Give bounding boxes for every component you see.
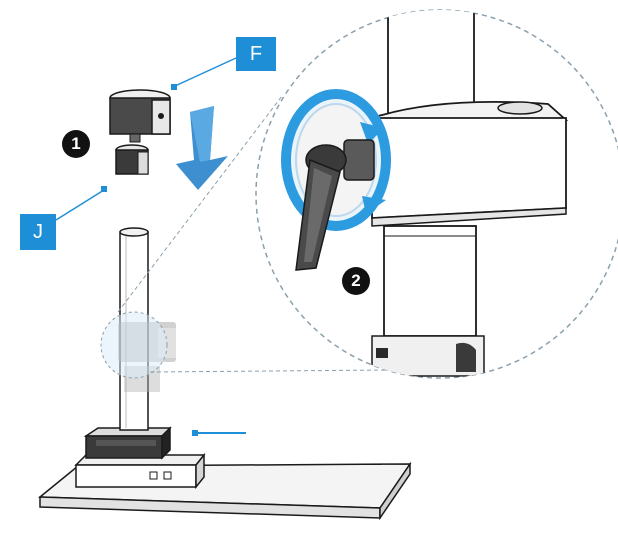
- zoom-detail-content: [370, 10, 569, 377]
- callout-line-f: [174, 57, 237, 87]
- step-1-badge: 1: [62, 130, 90, 158]
- clamp-base: [74, 426, 206, 490]
- zoom-line-top: [117, 95, 283, 313]
- clamp-part-j: [115, 144, 149, 175]
- base-pointer-arrow: [192, 430, 246, 436]
- callout-label-f: F: [236, 37, 276, 71]
- zoom-line-bottom: [149, 369, 391, 373]
- lock-lever: [295, 139, 375, 271]
- step-2-badge: 2: [342, 267, 370, 295]
- down-arrow: [176, 106, 228, 190]
- callout-label-j: J: [20, 214, 56, 250]
- zoom-source-circle: [100, 311, 168, 379]
- clamp-part-f: [109, 89, 171, 143]
- callout-line-j: [55, 189, 105, 221]
